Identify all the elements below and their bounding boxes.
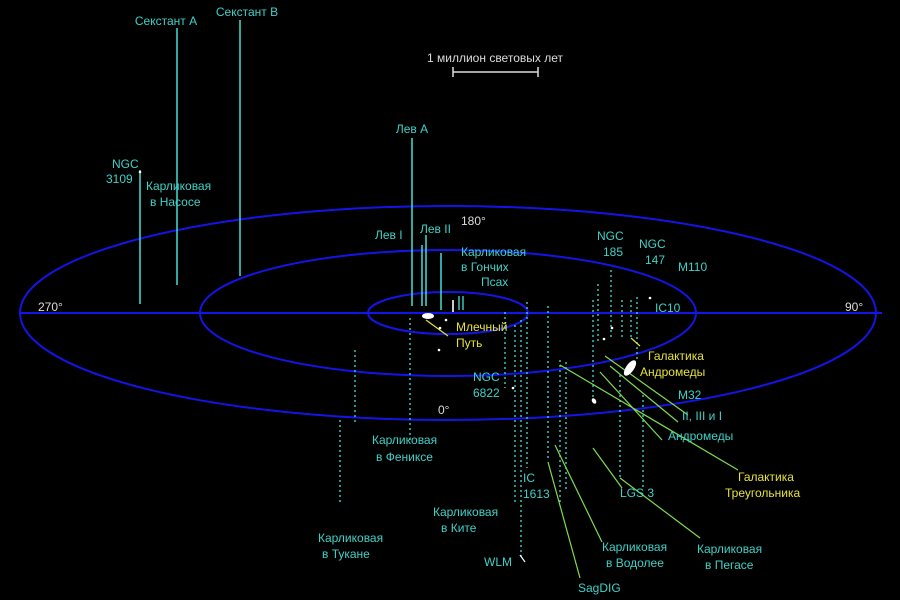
label-milky-way-2: Путь xyxy=(456,336,482,350)
label-triangulum-2: Треугольника xyxy=(725,486,800,500)
label-sagdig: SagDIG xyxy=(578,581,621,595)
label-andromeda-2: Андромеды xyxy=(640,365,705,379)
triangulum-marker xyxy=(591,398,597,404)
label-ic1613-2: 1613 xyxy=(523,487,550,501)
ring-group xyxy=(19,205,882,421)
dotted-stems xyxy=(339,270,644,558)
label-leo-a: Лев А xyxy=(396,122,428,136)
angle-90: 90° xyxy=(845,300,863,314)
solid-stems xyxy=(139,20,454,312)
label-wlm: WLM xyxy=(484,555,512,569)
label-m110: M110 xyxy=(678,260,707,274)
label-ngc3109-2: 3109 xyxy=(106,172,133,186)
label-lgs3: LGS 3 xyxy=(620,486,654,500)
label-pisces-1: Карликовая xyxy=(697,542,762,556)
label-ngc6822-1: NGC xyxy=(473,370,500,384)
label-ngc147-1: NGC xyxy=(639,237,666,251)
label-canes-3: Псах xyxy=(481,275,508,289)
label-cetus-2: в Ките xyxy=(441,521,477,535)
label-antlia-1: Карликовая xyxy=(146,179,211,193)
andromeda-marker xyxy=(623,360,637,376)
label-antlia-2: в Насосе xyxy=(150,195,201,209)
label-pisces-2: в Пегасе xyxy=(705,558,754,572)
label-milky-way-1: Млечный xyxy=(456,320,507,334)
label-andromeda-sats-2: Андромеды xyxy=(668,429,733,443)
label-tucana-2: в Тукане xyxy=(322,547,370,561)
label-cetus-1: Карликовая xyxy=(433,505,498,519)
label-sextans-a: Секстант А xyxy=(135,14,197,28)
galaxy-markers xyxy=(138,170,652,404)
label-ngc185-2: 185 xyxy=(603,245,623,259)
labels-yellow: Млечный Путь Галактика Андромеды Галакти… xyxy=(456,320,800,500)
angle-270: 270° xyxy=(38,300,63,314)
label-ngc185-1: NGC xyxy=(597,229,624,243)
label-aquarius-2: в Водолее xyxy=(606,556,664,570)
label-ngc6822-2: 6822 xyxy=(473,386,500,400)
label-ngc147-2: 147 xyxy=(645,253,665,267)
milky-way-marker xyxy=(422,313,434,319)
label-phoenix-1: Карликовая xyxy=(372,433,437,447)
label-leo-i: Лев I xyxy=(375,228,403,242)
leo-ticks xyxy=(458,296,464,310)
label-m32: M32 xyxy=(678,388,702,402)
label-ngc3109-1: NGC xyxy=(112,157,139,171)
label-phoenix-2: в Фениксе xyxy=(376,450,433,464)
label-andromeda-1: Галактика xyxy=(648,349,704,363)
label-leo-ii: Лев II xyxy=(420,222,451,236)
angle-0: 0° xyxy=(438,403,450,417)
angle-180: 180° xyxy=(461,214,486,228)
label-aquarius-1: Карликовая xyxy=(602,540,667,554)
label-sextans-b: Секстант В xyxy=(216,5,278,19)
label-canes-1: Карликовая xyxy=(461,245,526,259)
label-canes-2: в Гончих xyxy=(461,260,509,274)
leader-lines xyxy=(425,319,739,579)
scale-bar-label: 1 миллион световых лет xyxy=(427,51,563,65)
label-triangulum-1: Галактика xyxy=(738,470,794,484)
label-tucana-1: Карликовая xyxy=(318,531,383,545)
label-ic10: IC10 xyxy=(655,301,681,315)
label-ic1613-1: IC xyxy=(523,471,535,485)
scale-bar: 1 миллион световых лет xyxy=(427,51,563,77)
label-andromeda-sats-1: II, III и I xyxy=(682,409,722,423)
labels-cyan: Секстант А Секстант В Лев А NGC 3109 Кар… xyxy=(106,5,762,595)
